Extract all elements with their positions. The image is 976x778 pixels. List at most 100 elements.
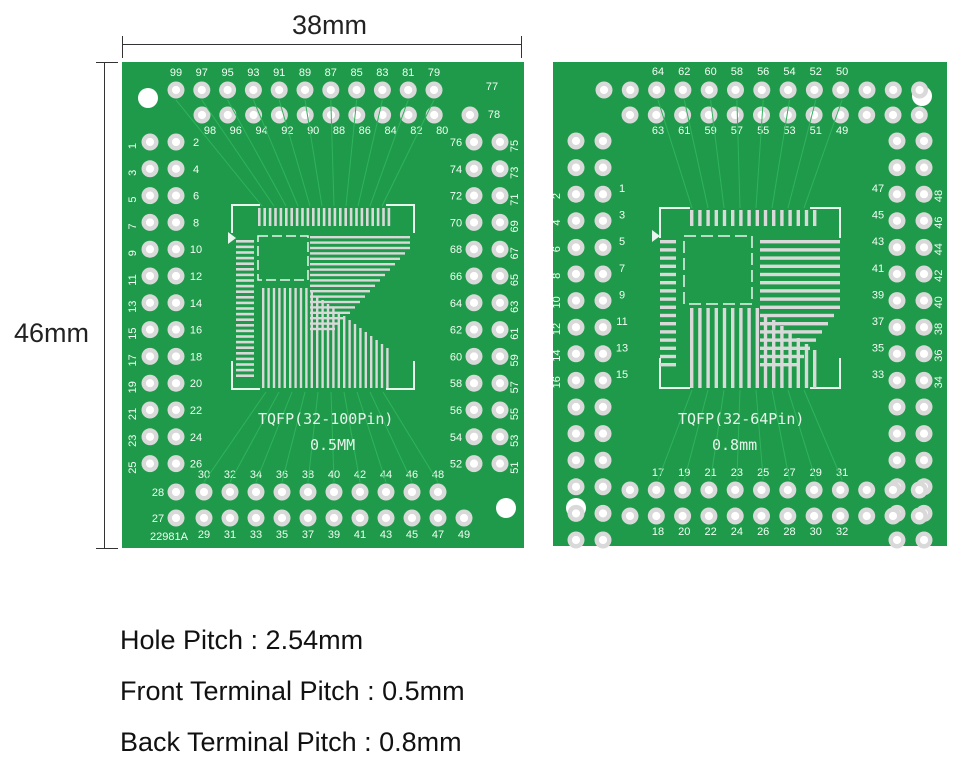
drill-hole bbox=[783, 110, 792, 120]
drill-hole bbox=[277, 487, 287, 497]
drill-hole bbox=[892, 349, 902, 358]
smd-pad bbox=[760, 305, 840, 309]
smd-pad bbox=[236, 324, 254, 327]
drill-hole bbox=[197, 85, 206, 95]
pin-label: 4 bbox=[551, 220, 563, 226]
pin-label: 56 bbox=[450, 405, 462, 417]
pin-label: 60 bbox=[704, 66, 716, 78]
footprint-corner bbox=[810, 207, 841, 238]
drill-hole bbox=[836, 485, 845, 495]
drill-hole bbox=[598, 429, 608, 438]
pin-label: 22 bbox=[704, 526, 716, 538]
smd-pad bbox=[268, 208, 272, 226]
smd-pad bbox=[772, 210, 776, 226]
pin-label: 1 bbox=[619, 183, 625, 195]
pin-label: 18 bbox=[190, 351, 202, 363]
pin-label: 2 bbox=[193, 137, 199, 149]
width-dimension-tick-right bbox=[521, 36, 522, 58]
smd-pad bbox=[262, 288, 265, 388]
drill-hole bbox=[495, 191, 505, 200]
smd-pad bbox=[236, 318, 254, 321]
smd-pad bbox=[382, 208, 385, 226]
pin-label: 41 bbox=[872, 263, 884, 275]
copper-trace bbox=[771, 99, 790, 209]
pin-label: 56 bbox=[757, 66, 769, 78]
pin-label: 52 bbox=[810, 66, 822, 78]
smd-pad bbox=[263, 208, 266, 226]
drill-hole bbox=[571, 429, 581, 438]
drill-hole bbox=[249, 85, 258, 95]
smd-pad bbox=[760, 338, 816, 342]
copper-trace bbox=[683, 99, 709, 209]
pin-label: 91 bbox=[273, 67, 285, 79]
smd-pad bbox=[660, 281, 676, 285]
smd-pad bbox=[272, 288, 276, 388]
pin-label: 41 bbox=[354, 529, 366, 541]
drill-hole bbox=[919, 376, 929, 385]
drill-hole bbox=[625, 110, 635, 120]
smd-pad bbox=[236, 284, 254, 288]
drill-hole bbox=[225, 513, 235, 523]
mounting-hole bbox=[138, 88, 158, 108]
smd-pad bbox=[236, 301, 254, 305]
drill-hole bbox=[145, 271, 155, 281]
drill-hole bbox=[404, 85, 413, 95]
pin-label: 53 bbox=[783, 125, 795, 137]
drill-hole bbox=[652, 110, 661, 120]
pin-label: 34 bbox=[933, 376, 945, 388]
footprint-corner bbox=[386, 204, 415, 233]
smd-pad bbox=[236, 352, 254, 355]
smd-pad bbox=[306, 208, 310, 226]
smd-pad bbox=[760, 297, 840, 301]
smd-pad bbox=[660, 248, 676, 252]
smd-pad bbox=[289, 288, 292, 388]
smd-pad bbox=[310, 279, 380, 282]
drill-hole bbox=[598, 482, 608, 491]
pin-label: 64 bbox=[652, 66, 664, 78]
spec-hole-pitch: Hole Pitch : 2.54mm bbox=[120, 625, 364, 655]
smd-pad bbox=[285, 208, 288, 226]
smd-pad bbox=[760, 240, 840, 244]
copper-trace bbox=[330, 99, 335, 207]
copper-trace bbox=[803, 99, 843, 209]
smd-pad bbox=[236, 251, 254, 254]
drill-hole bbox=[430, 110, 439, 120]
drill-hole bbox=[469, 298, 479, 307]
drill-hole bbox=[915, 511, 924, 521]
smd-pad bbox=[660, 322, 676, 326]
drill-hole bbox=[171, 164, 181, 173]
pin-label: 25 bbox=[127, 461, 139, 473]
copper-trace bbox=[803, 389, 843, 481]
smd-pad bbox=[236, 357, 254, 361]
smd-pad bbox=[283, 288, 286, 388]
pin-label: 46 bbox=[933, 216, 945, 228]
drill-hole bbox=[915, 485, 924, 495]
drill-hole bbox=[888, 511, 898, 521]
pin-label: 58 bbox=[450, 378, 462, 390]
smd-pad bbox=[310, 290, 370, 293]
smd-pad bbox=[236, 346, 254, 349]
pin-label: 93 bbox=[247, 67, 259, 79]
width-dimension-label: 38mm bbox=[292, 10, 368, 40]
smd-pad bbox=[236, 273, 254, 277]
pin-label: 31 bbox=[836, 467, 848, 479]
smd-pad bbox=[371, 208, 374, 226]
smd-pad bbox=[310, 311, 350, 314]
smd-pad bbox=[326, 304, 330, 388]
pin-label: 95 bbox=[221, 67, 233, 79]
smd-pad bbox=[760, 322, 828, 326]
drill-hole bbox=[433, 487, 443, 497]
pin-label: 85 bbox=[350, 67, 362, 79]
smd-pad bbox=[310, 241, 410, 244]
pin-label: 24 bbox=[731, 526, 743, 538]
drill-hole bbox=[275, 85, 284, 95]
board-64pin-pitch: 0.8mm bbox=[712, 436, 757, 454]
pin-label: 54 bbox=[783, 66, 795, 78]
pin-label: 78 bbox=[488, 109, 500, 121]
drill-hole bbox=[495, 459, 505, 468]
drill-hole bbox=[465, 110, 475, 120]
drill-hole bbox=[495, 271, 505, 281]
drill-hole bbox=[571, 509, 581, 518]
drill-hole bbox=[598, 190, 608, 199]
drill-hole bbox=[652, 485, 661, 495]
